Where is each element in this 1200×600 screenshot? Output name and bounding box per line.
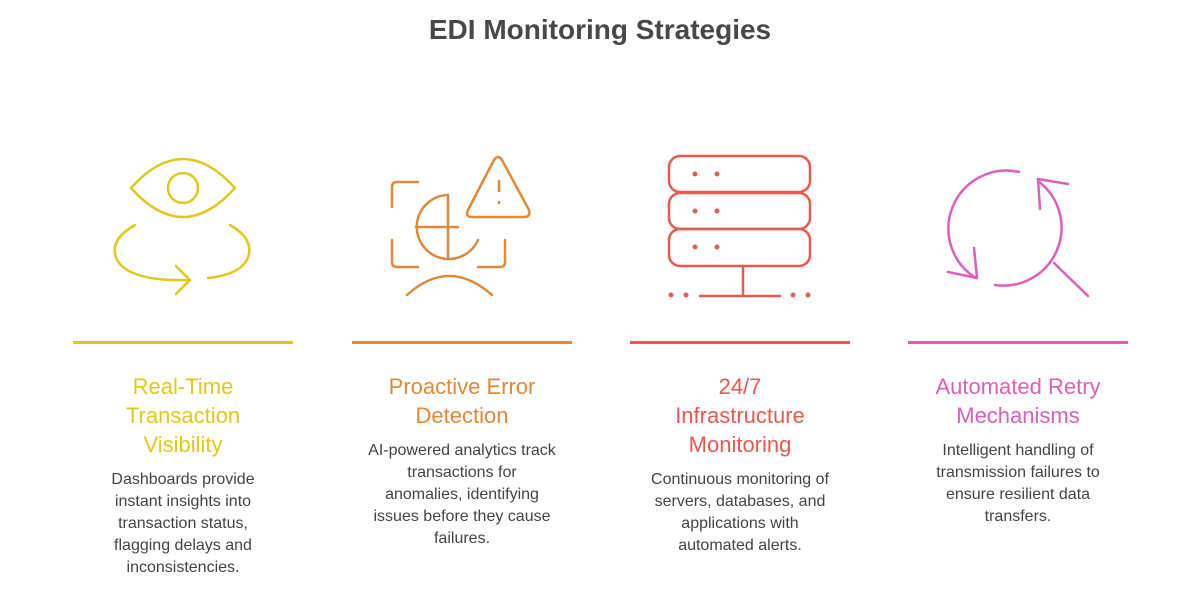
divider-3: [630, 341, 850, 344]
strategy-description: AI-powered analytics track transactions …: [368, 442, 556, 547]
retry-search-icon: [946, 169, 1090, 298]
divider-1: [73, 341, 293, 344]
eye-rotate-icon: [113, 157, 251, 296]
divider-4: [908, 341, 1128, 344]
strategy-heading: Real-Time Transaction Visibility: [125, 374, 241, 457]
icons-layer: [113, 154, 1090, 298]
strategy-proactive-error-detection: Proactive Error Detection AI-powered ana…: [352, 372, 572, 550]
strategy-description: Intelligent handling of transmission fai…: [936, 442, 1100, 525]
strategy-real-time-visibility: Real-Time Transaction Visibility Dashboa…: [73, 372, 293, 579]
strategy-description: Dashboards provide instant insights into…: [111, 471, 255, 576]
divider-2: [352, 341, 572, 344]
strategy-heading: Proactive Error Detection: [388, 374, 536, 428]
server-icon: [667, 154, 812, 298]
strategy-heading: 24/7 Infrastructure Monitoring: [675, 374, 805, 457]
page-title: EDI Monitoring Strategies: [428, 14, 772, 45]
strategy-infrastructure-monitoring: 24/7 Infrastructure Monitoring Continuou…: [630, 372, 850, 557]
strategy-description: Continuous monitoring of servers, databa…: [651, 471, 829, 554]
error-detection-icon: [390, 155, 531, 297]
strategy-automated-retry: Automated Retry Mechanisms Intelligent h…: [908, 372, 1128, 528]
strategy-heading: Automated Retry Mechanisms: [935, 374, 1101, 428]
